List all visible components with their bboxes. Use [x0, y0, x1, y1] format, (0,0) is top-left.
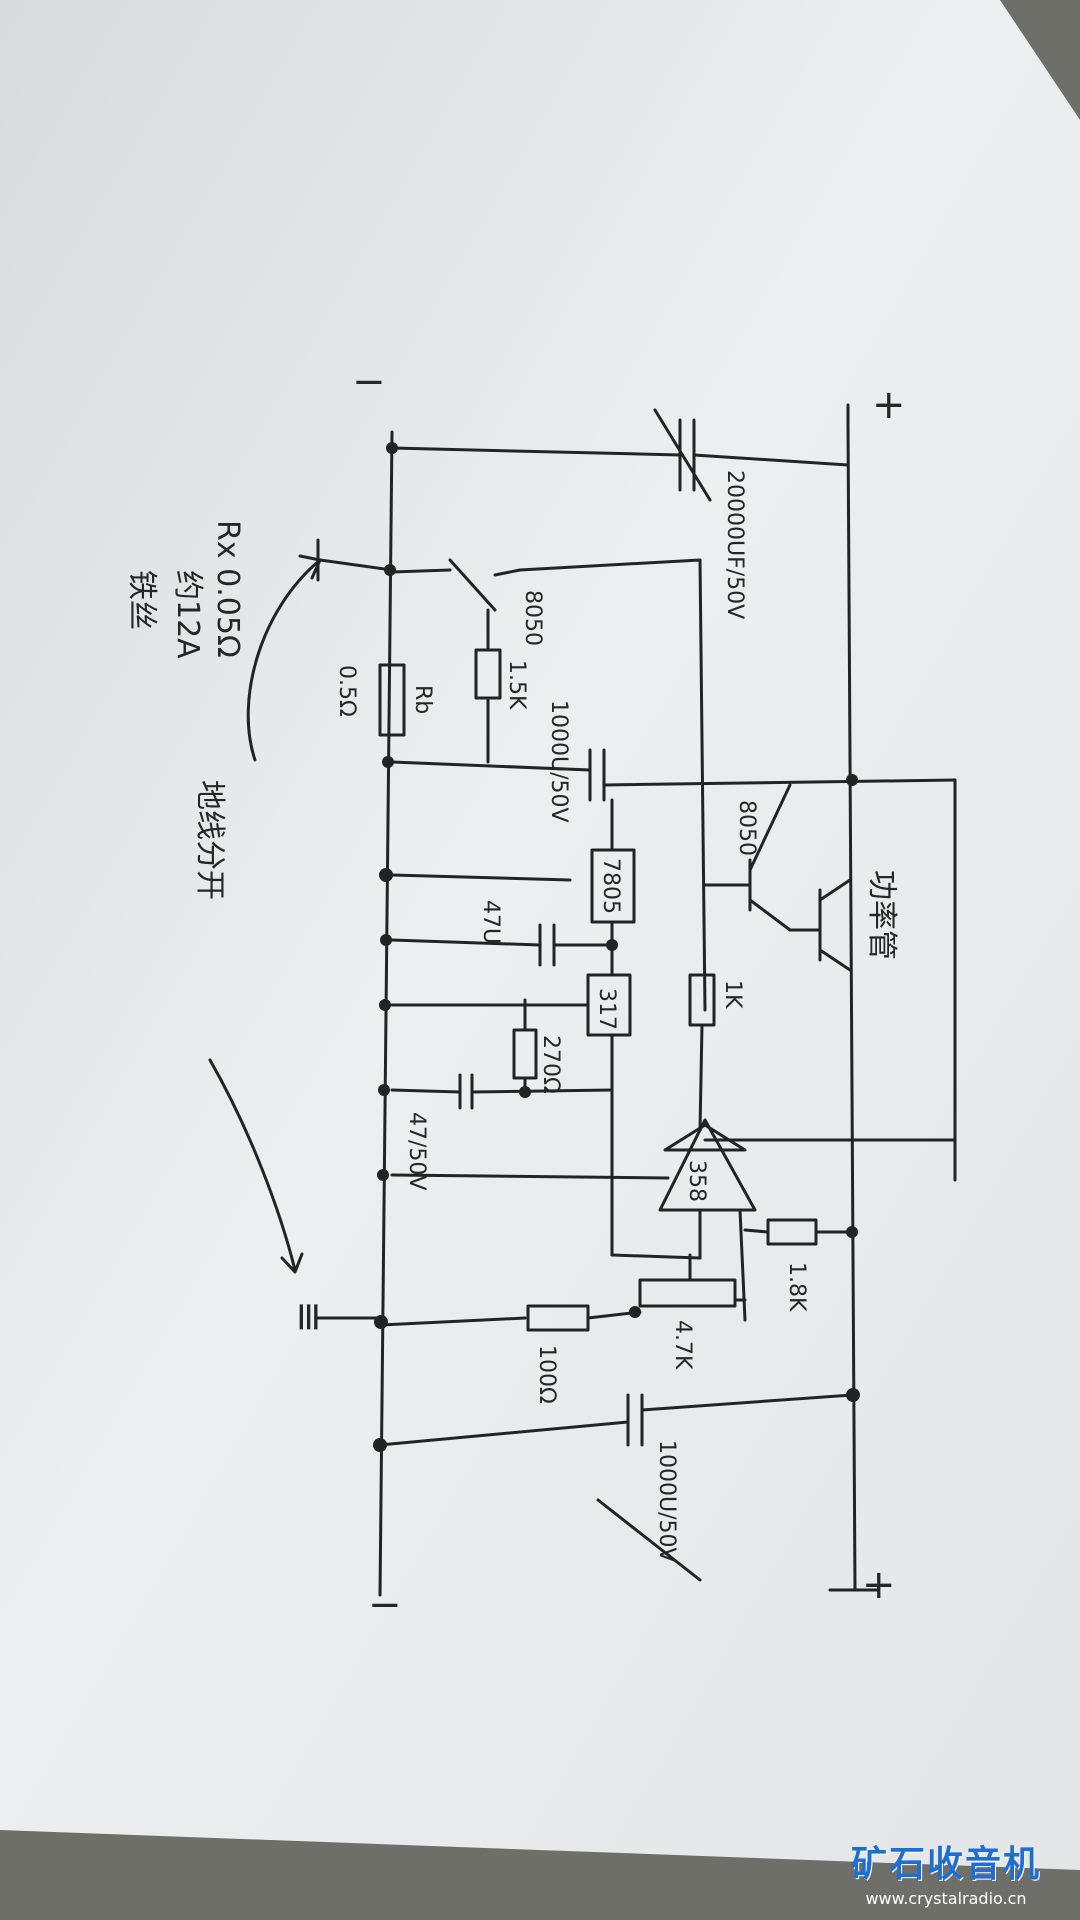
rail-pos-top-label: +	[872, 382, 906, 428]
watermark-url: www.crystalradio.cn	[865, 1889, 1027, 1908]
arrow-rx	[246, 558, 322, 762]
note-rx-spec: Rx 0.05Ω	[210, 520, 245, 658]
c-47u-a-label: 47U	[478, 900, 503, 944]
note-ground: 地线分开	[192, 780, 227, 900]
note-rx-current: 约12A	[170, 570, 205, 659]
c-1000u-a-label: 1000U/50V	[546, 700, 571, 823]
rail-neg-bottom-label: −	[368, 1582, 402, 1628]
main-capacitor-label: 20000UF/50V	[722, 470, 747, 619]
site-watermark: 矿石收音机 www.crystalradio.cn	[826, 1835, 1066, 1908]
r-b	[378, 663, 406, 737]
r-b-value-label: 0.5Ω	[334, 665, 359, 717]
watermark-title: 矿石收音机	[850, 1844, 1041, 1885]
r-15k-label: 1.5K	[504, 660, 529, 710]
rail-neg-top-label: −	[352, 359, 386, 405]
q-power-label: 功率管	[864, 870, 899, 960]
ground-symbol: ≡	[286, 1300, 332, 1334]
pot-47k	[638, 1278, 737, 1308]
note-rx-material: 铁丝	[124, 570, 159, 630]
arrow-ground	[208, 1058, 297, 1272]
r-270-label: 270Ω	[538, 1035, 563, 1094]
reg-317-label: 317	[594, 988, 619, 1030]
negative-rail	[378, 430, 394, 1597]
pot-47k-label: 4.7K	[670, 1320, 695, 1370]
opamp-358-label: 358	[684, 1160, 709, 1202]
rail-pos-bottom-label: +	[862, 1562, 896, 1608]
opamp-358	[658, 1118, 757, 1212]
c-1000u-b-label: 1000U/50V	[654, 1440, 679, 1563]
q-8050-mid-label: 8050	[734, 800, 759, 856]
q-8050-top-label: 8050	[520, 590, 545, 646]
reg-317	[586, 973, 632, 1037]
r-18k-label: 1.8K	[784, 1262, 809, 1312]
r-b-label: Rb	[410, 685, 435, 714]
r-100-label: 100Ω	[534, 1345, 559, 1404]
reg-7805-label: 7805	[598, 858, 623, 914]
r-1k-label: 1K	[720, 980, 745, 1009]
c-47u-b-label: 47/50V	[404, 1112, 429, 1190]
